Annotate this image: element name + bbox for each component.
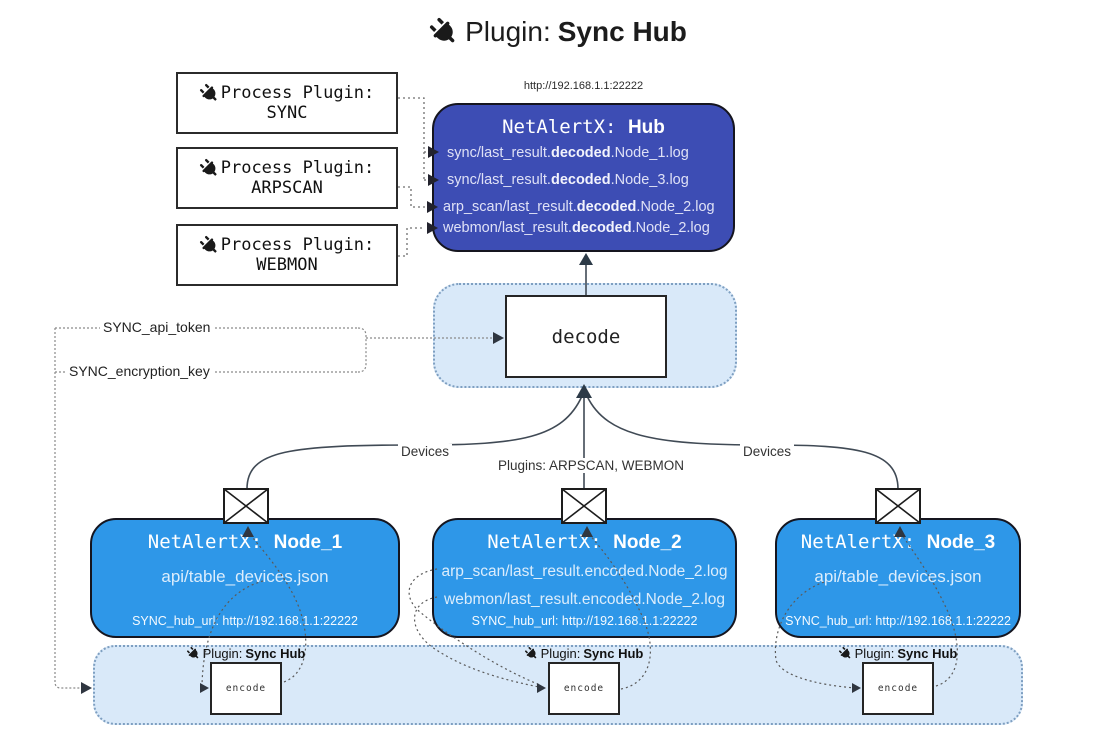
node-1-box: NetAlertX: Node_1 api/table_devices.json… <box>90 518 400 638</box>
hub-title: NetAlertX: Hub <box>434 116 733 139</box>
process-plugin-label: Process Plugin: <box>220 158 375 178</box>
edge-label-plugins-mid: Plugins: ARPSCAN, WEBMON <box>495 458 688 473</box>
hub-log-line: sync/last_result.decoded.Node_3.log <box>447 172 689 188</box>
process-plugin-name: ARPSCAN <box>251 178 323 198</box>
hub-log-line: webmon/last_result.decoded.Node_2.log <box>443 220 710 236</box>
process-plugin-sync-box: Process Plugin: SYNC <box>176 72 398 134</box>
process-plugin-name: WEBMON <box>256 255 318 275</box>
node-title: NetAlertX: Node_3 <box>800 531 996 553</box>
encode-box: encode <box>862 662 934 715</box>
plug-icon <box>184 644 202 662</box>
node-hub-url: SYNC_hub_url: http://192.168.1.1:22222 <box>785 614 1011 628</box>
hub-title-prefix: NetAlertX: <box>502 116 628 138</box>
decode-box: decode <box>505 295 667 378</box>
plug-icon <box>196 155 223 182</box>
hub-title-name: Hub <box>627 117 665 138</box>
node-2-box: NetAlertX: Node_2 arp_scan/last_result.e… <box>432 518 737 638</box>
node-3-box: NetAlertX: Node_3 api/table_devices.json… <box>775 518 1021 638</box>
page-title: Plugin: Sync Hub <box>0 16 1117 48</box>
decode-label: decode <box>551 325 621 348</box>
hub-log-line: arp_scan/last_result.decoded.Node_2.log <box>443 199 715 215</box>
decode-to-hub-arrowhead <box>579 253 593 265</box>
band-plugin-label: Plugin: Sync Hub <box>146 646 346 661</box>
hub-url-label: http://192.168.1.1:22222 <box>523 80 644 92</box>
edge-label-devices-left: Devices <box>398 444 453 459</box>
node-file-line: arp_scan/last_result.encoded.Node_2.log <box>441 563 728 580</box>
process-plugin-name: SYNC <box>266 103 308 123</box>
node-hub-url: SYNC_hub_url: http://192.168.1.1:22222 <box>132 614 358 628</box>
hub-log-line: sync/last_result.decoded.Node_1.log <box>447 145 689 161</box>
node-hub-url: SYNC_hub_url: http://192.168.1.1:22222 <box>471 614 698 628</box>
plug-icon <box>196 80 223 107</box>
node-title: NetAlertX: Node_1 <box>147 531 343 553</box>
band-in-arrowhead <box>81 682 92 694</box>
config-label-encryption-key: SYNC_encryption_key <box>66 363 213 379</box>
plug-icon <box>196 232 223 259</box>
edge-label-devices-right: Devices <box>740 444 795 459</box>
band-plugin-label: Plugin: Sync Hub <box>798 646 998 661</box>
plug-icon <box>424 12 464 52</box>
process-plugin-label: Process Plugin: <box>220 83 375 103</box>
config-label-api-token: SYNC_api_token <box>100 319 214 335</box>
node-title: NetAlertX: Node_2 <box>487 531 682 553</box>
plugin-to-hub-links <box>398 97 427 257</box>
node-file-line: api/table_devices.json <box>161 567 329 586</box>
node-file-line: api/table_devices.json <box>814 567 982 586</box>
band-plugin-label: Plugin: Sync Hub <box>484 646 684 661</box>
page-title-name: Sync Hub <box>557 16 687 47</box>
process-plugin-label: Process Plugin: <box>220 235 375 255</box>
plug-icon <box>836 644 854 662</box>
process-plugin-webmon-box: Process Plugin: WEBMON <box>176 224 398 286</box>
encode-box: encode <box>548 662 620 715</box>
node-to-decode-curves <box>246 395 899 490</box>
plug-icon <box>522 644 540 662</box>
hub-box: NetAlertX: Hub sync/last_result.decoded.… <box>432 103 735 252</box>
encode-box: encode <box>210 662 282 715</box>
process-plugin-arpscan-box: Process Plugin: ARPSCAN <box>176 147 398 209</box>
page-title-prefix: Plugin: <box>465 16 551 47</box>
node-file-line: webmon/last_result.encoded.Node_2.log <box>444 591 725 608</box>
